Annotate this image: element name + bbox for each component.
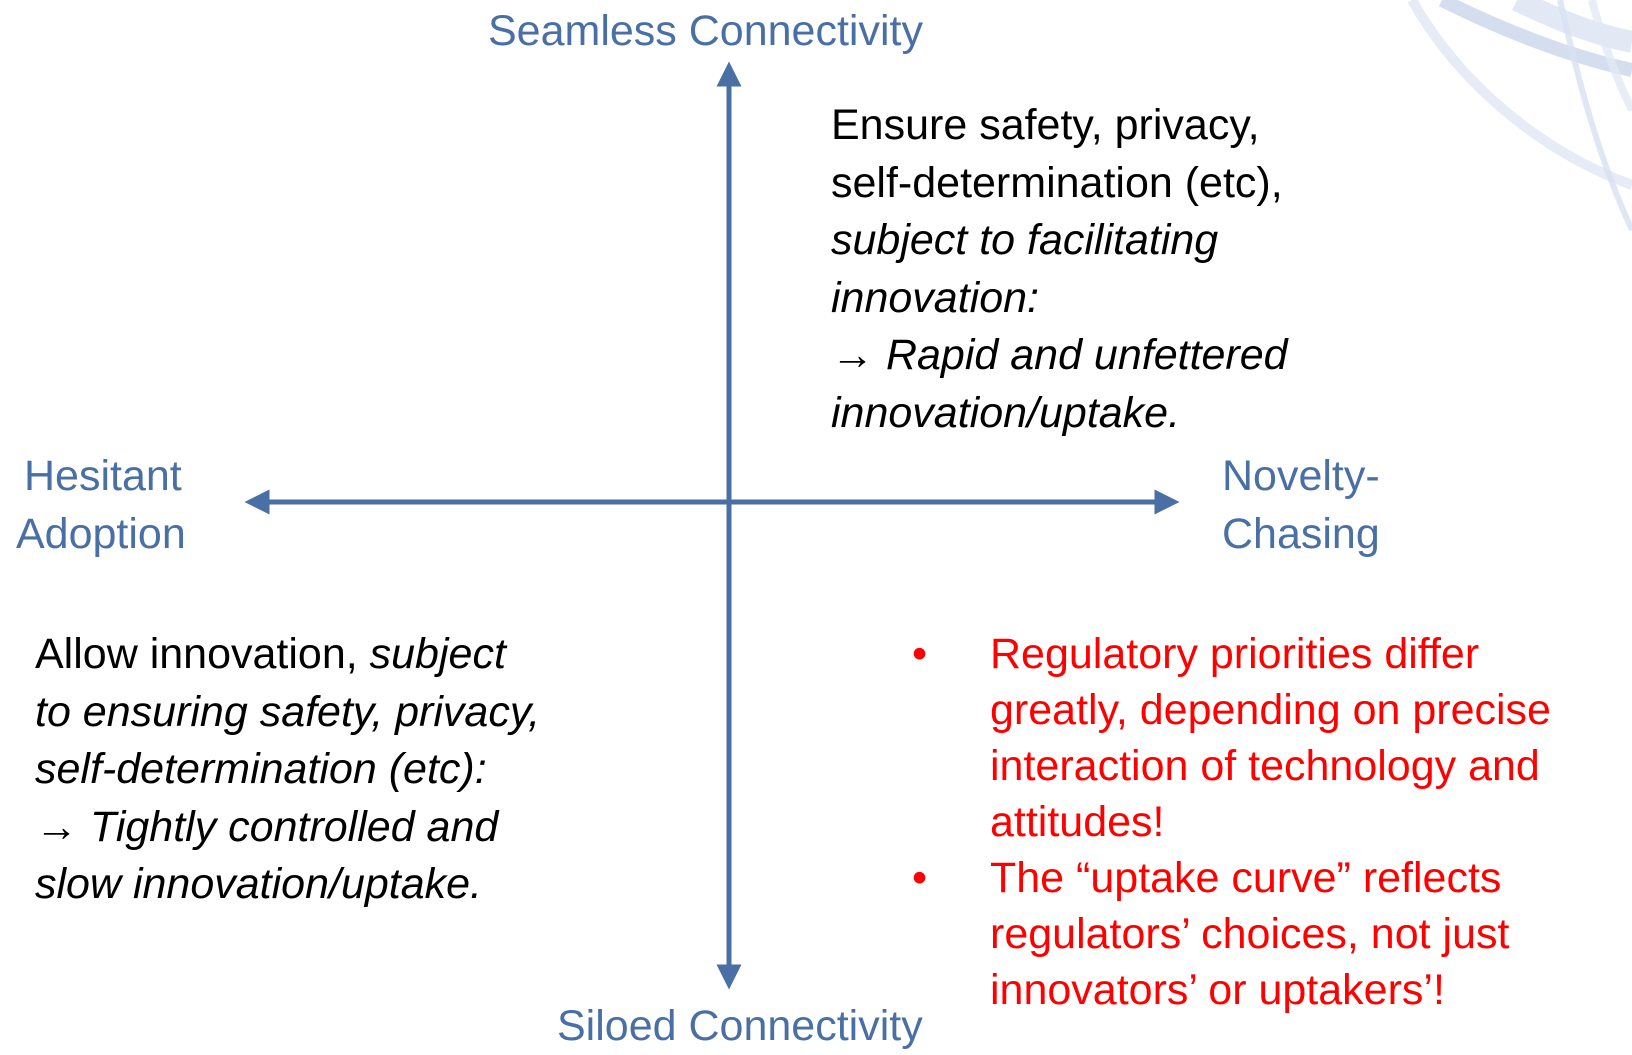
notes-bullet-item: • The “uptake curve” reflects regulators… <box>912 850 1632 1018</box>
axis-label-right-line: Chasing <box>1222 510 1380 558</box>
bullet-icon: • <box>912 854 928 902</box>
quadrant-text-line: self-determination (etc): <box>35 745 487 793</box>
notes-line: regulators’ choices, not just <box>990 910 1510 958</box>
quadrant-text-line: Ensure safety, privacy, <box>831 101 1260 149</box>
notes-bullet-item: • Regulatory priorities differ greatly, … <box>912 626 1632 850</box>
notes-line: attitudes! <box>990 798 1165 846</box>
axis-label-bottom: Siloed Connectivity <box>557 1002 923 1050</box>
axis-label-left-line: Adoption <box>16 510 186 558</box>
notes-list: • Regulatory priorities differ greatly, … <box>912 626 1632 1018</box>
quadrant-text-line: Allow innovation, subject <box>35 626 540 684</box>
axis-label-top: Seamless Connectivity <box>488 7 923 55</box>
decorative-swoosh <box>1407 0 1632 232</box>
notes-line: Regulatory priorities differ <box>990 630 1480 678</box>
quadrant-text-line: → Tightly controlled and <box>35 802 499 851</box>
quadrant-top-right-text: Ensure safety, privacy, self-determinati… <box>831 97 1288 442</box>
quadrant-text-line: → Rapid and unfettered <box>831 331 1288 379</box>
quadrant-bottom-left-text: Allow innovation, subject to ensuring sa… <box>35 626 540 914</box>
axis-label-left-line: Hesitant <box>24 452 182 500</box>
quadrant-text-line: self-determination (etc), <box>831 158 1283 207</box>
notes-line: greatly, depending on precise <box>990 686 1551 734</box>
quadrant-text-line: innovation/uptake. <box>831 388 1181 437</box>
quadrant-text-line: slow innovation/uptake. <box>35 860 483 908</box>
quadrant-text-plain: Allow innovation, <box>35 630 370 678</box>
quadrant-text-line: to ensuring safety, privacy, <box>35 687 541 736</box>
bullet-icon: • <box>912 630 928 678</box>
notes-line: interaction of technology and <box>990 742 1540 790</box>
axis-label-left: Hesitant Adoption <box>16 447 186 563</box>
notes-line: innovators’ or uptakers’! <box>990 966 1445 1014</box>
axis-label-right: Novelty- Chasing <box>1222 447 1380 563</box>
quadrant-text-line: subject to facilitating <box>831 216 1219 264</box>
quadrant-text-line: innovation: <box>831 273 1039 322</box>
quadrant-text-italic: subject <box>369 630 506 678</box>
axis-label-right-line: Novelty- <box>1222 452 1380 500</box>
notes-line: The “uptake curve” reflects <box>990 854 1502 902</box>
